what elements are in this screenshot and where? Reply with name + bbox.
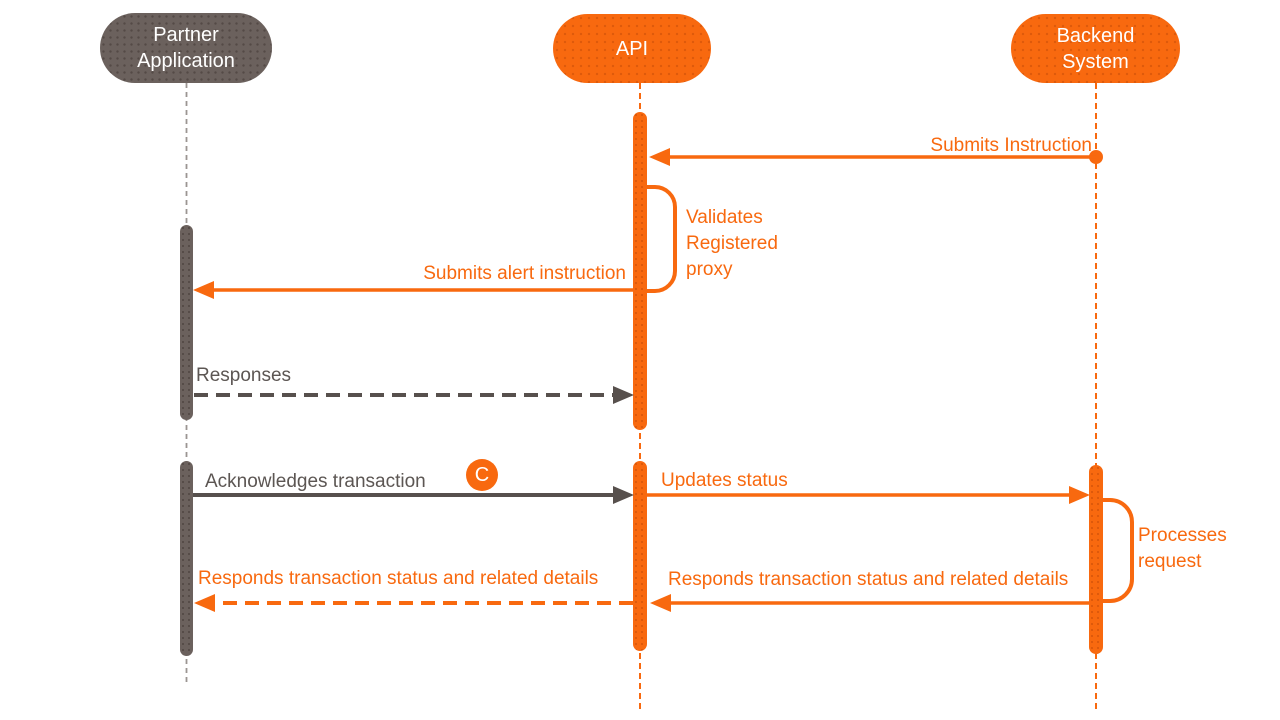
activation-bar-partner-1 [180,225,193,420]
self-loop-api [644,185,677,293]
label-submits-alert-instruction: Submits alert instruction [423,263,626,284]
arrow-submits-alert-instruction [193,281,634,299]
participant-partner-application-label: Partner Application [137,24,235,72]
label-responses: Responses [196,365,292,386]
label-responds-status-left: Responds transaction status and related … [198,568,599,589]
arrow-updates-status [647,486,1090,504]
arrow-acknowledges-transaction [193,486,634,504]
activation-bar-partner-2 [180,461,193,656]
activation-bar-api-2 [633,461,647,651]
participant-api-label: API [615,37,649,60]
arrow-responds-api-to-partner [194,594,633,612]
label-acknowledges-transaction: Acknowledges transaction [205,471,426,492]
label-validates-registered-proxy: Validates Registered proxy [686,207,778,280]
activation-bar-backend-1 [1089,465,1103,654]
activation-bar-api-1 [633,112,647,430]
self-loop-backend [1100,498,1134,603]
participant-backend-system: Backend System [1011,14,1180,83]
participant-api: API [553,14,711,83]
arrow-responses [194,386,634,404]
label-submits-instruction: Submits Instruction [930,135,1092,156]
label-updates-status: Updates status [661,470,788,491]
participant-backend-system-label: Backend System [1056,24,1135,73]
arrow-responds-backend-to-api [650,594,1089,612]
c-badge-letter: C [474,463,490,486]
arrow-submits-instruction [649,148,1103,166]
label-responds-status-right: Responds transaction status and related … [668,569,1069,590]
label-processes-request: Processes request [1138,525,1227,572]
c-badge: C [466,459,498,491]
participant-partner-application: Partner Application [100,13,272,83]
